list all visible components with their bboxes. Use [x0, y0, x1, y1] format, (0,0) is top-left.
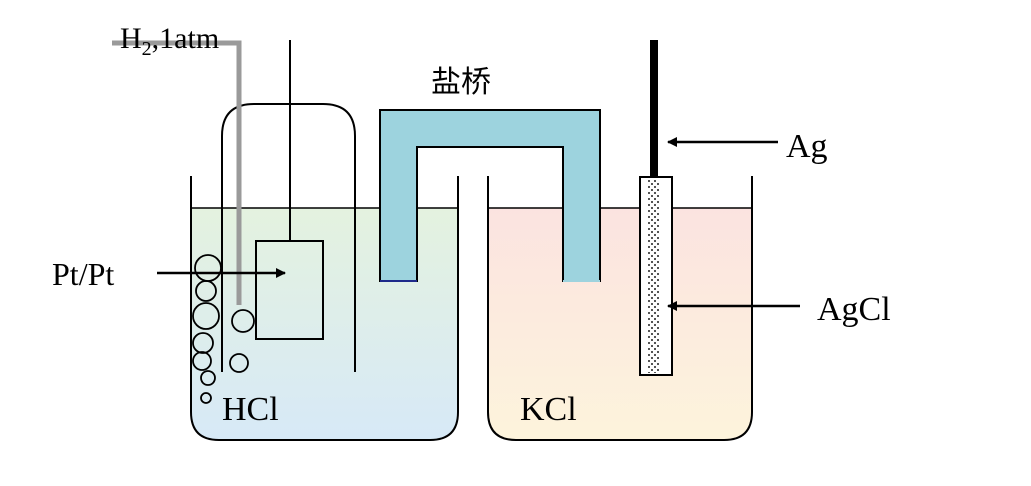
kcl-beaker	[487, 176, 753, 441]
kcl-solution	[488, 208, 752, 440]
hcl-label: HCl	[222, 391, 279, 428]
pt-plate	[255, 240, 324, 340]
ag-wire	[650, 40, 658, 180]
salt-bridge-label: 盐桥	[431, 65, 491, 100]
bubble	[231, 309, 255, 333]
bubble	[192, 302, 220, 330]
bubble	[192, 351, 212, 371]
h2-bubbles	[192, 254, 255, 404]
pt-label: Pt/Pt	[52, 256, 114, 292]
bubble	[195, 280, 217, 302]
hcl-beaker	[190, 176, 459, 441]
h2-inlet-tube	[112, 40, 242, 305]
agcl-coating	[648, 179, 660, 373]
agcl-label: AgCl	[817, 291, 891, 328]
bubble	[200, 370, 216, 386]
kcl-label: KCl	[520, 391, 577, 428]
bubble	[200, 392, 212, 404]
gas-label: H2,1atm	[120, 22, 219, 60]
hydrogen-electrode-jacket	[221, 103, 356, 372]
bubble	[192, 332, 214, 354]
ag-label: Ag	[786, 128, 828, 165]
bubble	[229, 353, 249, 373]
